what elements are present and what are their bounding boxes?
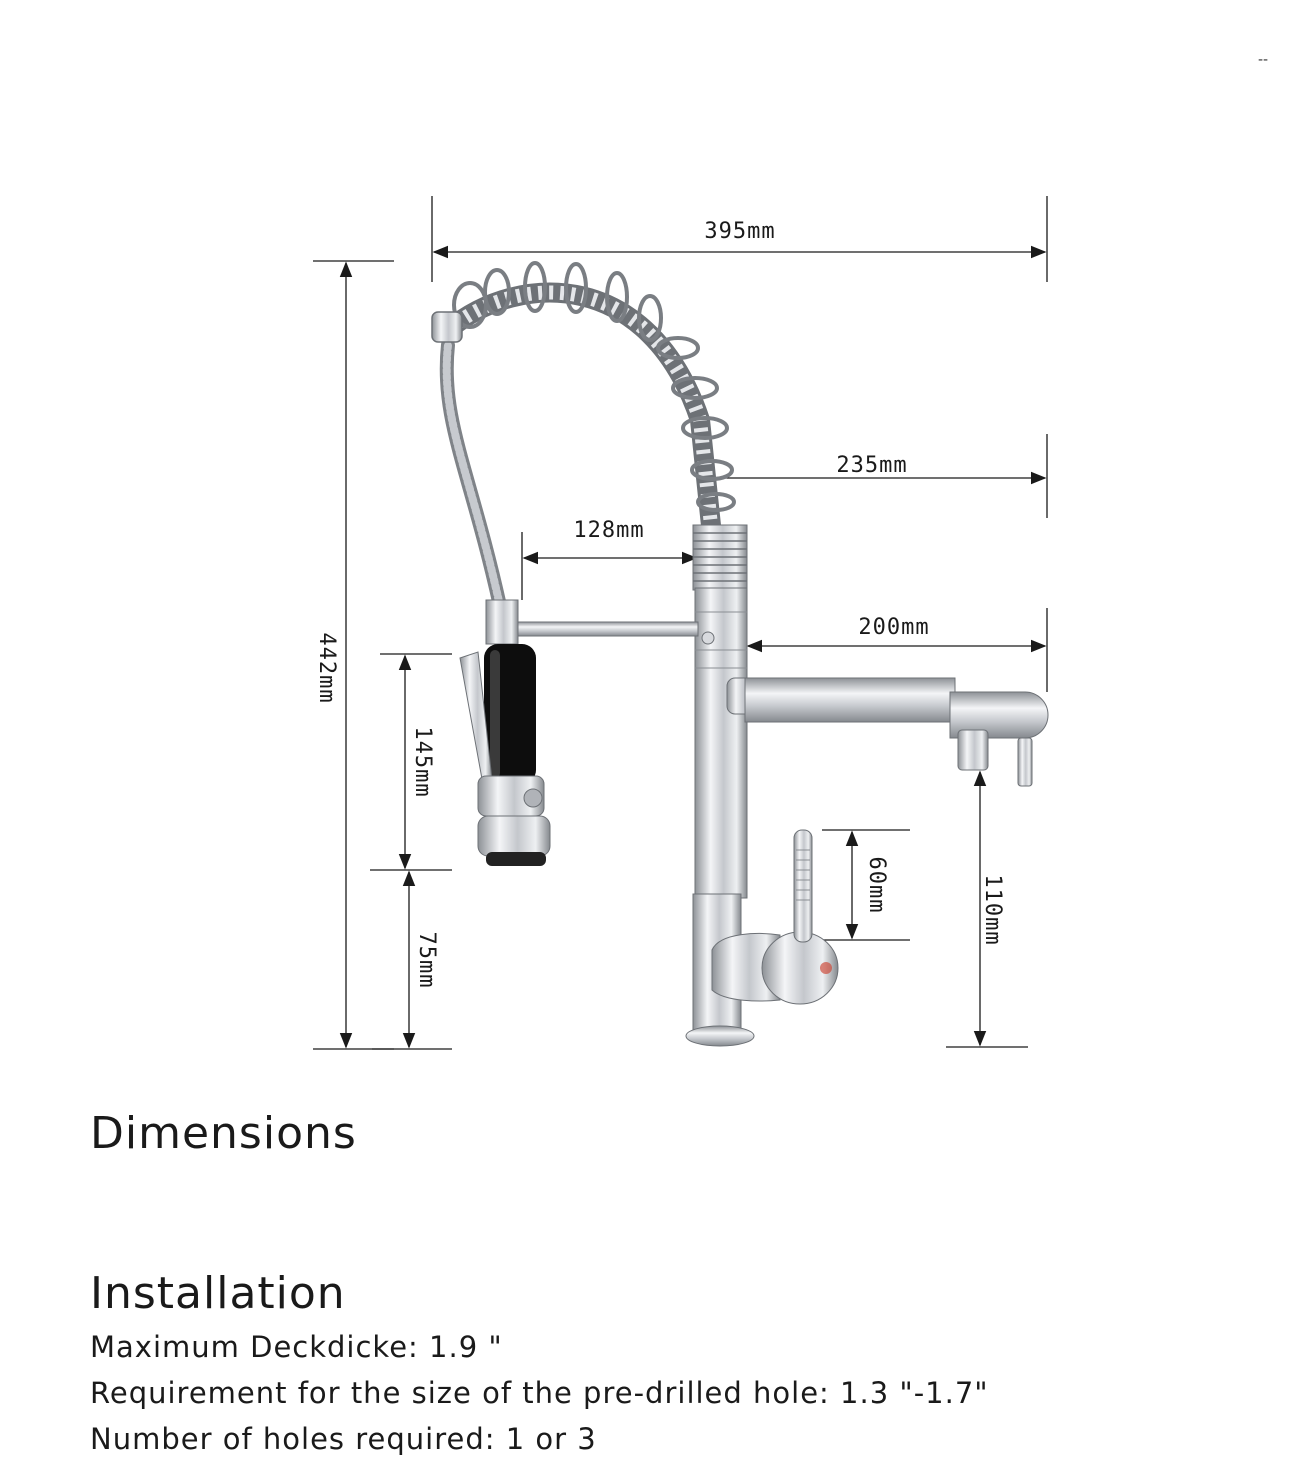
dim-sprayer-clearance [372, 870, 452, 1050]
spec-deck-thickness: Maximum Deckdicke: 1.9 " [90, 1330, 503, 1364]
spout-arm [744, 677, 956, 723]
dim-width-total-label: 395mm [704, 219, 775, 244]
dim-holder-reach [521, 532, 698, 600]
faucet-illustration [431, 261, 1049, 1047]
corner-mark: -- [1258, 52, 1269, 68]
dim-spout-clearance [946, 770, 1028, 1048]
dim-sprayer-height [370, 653, 452, 871]
dim-height-total-label: 442mm [314, 632, 339, 703]
dim-spout-clearance-label: 110mm [980, 874, 1005, 945]
dim-spout-arm-label: 200mm [858, 615, 929, 640]
dim-holder-reach-label: 128mm [573, 518, 644, 543]
dimensions-heading: Dimensions [90, 1108, 357, 1159]
dim-width-total [431, 196, 1048, 282]
spring-loops [452, 261, 736, 512]
spec-hole-size: Requirement for the size of the pre-dril… [90, 1376, 989, 1410]
spec-hole-count: Number of holes required: 1 or 3 [90, 1422, 597, 1456]
installation-heading: Installation [90, 1268, 346, 1319]
dim-spout-reach [698, 434, 1048, 518]
dim-spout-reach-label: 235mm [836, 453, 907, 478]
dim-handle-height [822, 829, 910, 941]
sprayer-head [477, 815, 551, 857]
dim-sprayer-height-label: 145mm [410, 726, 435, 797]
holder-arm [511, 621, 699, 637]
lever-handle [793, 829, 813, 943]
base-plate [685, 1025, 755, 1047]
dim-sprayer-clearance-label: 75mm [414, 932, 439, 989]
faucet-dimension-diagram: 395mm 442mm 235mm 128mm 200mm 145mm 75mm [313, 196, 1049, 1050]
dim-handle-height-label: 60mm [864, 857, 889, 914]
spring-arc [441, 282, 722, 537]
dim-spout-arm [746, 608, 1048, 692]
